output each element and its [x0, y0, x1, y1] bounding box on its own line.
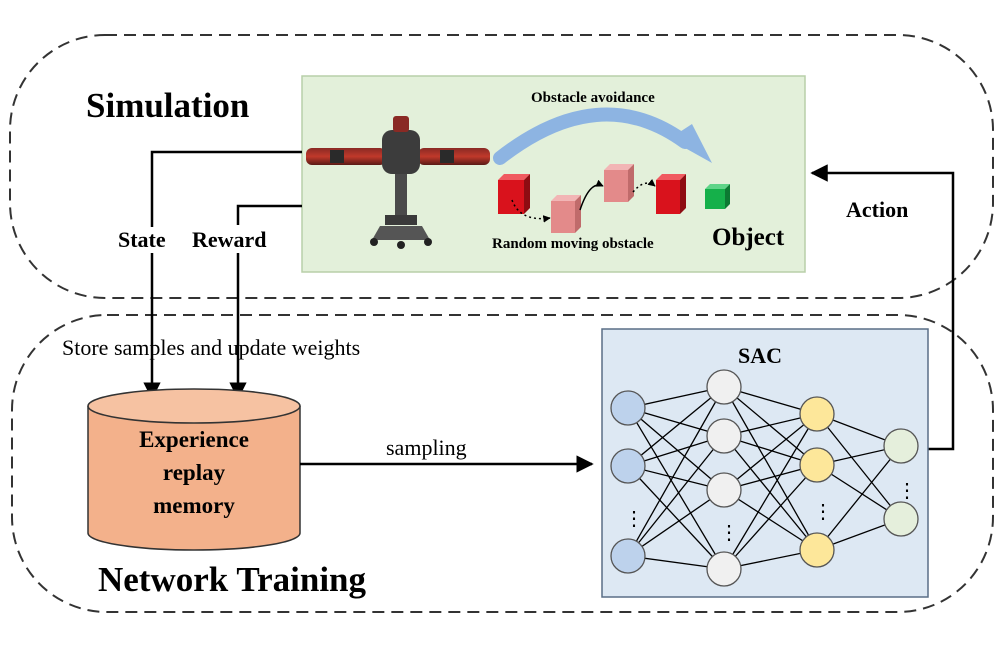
network-training-title: Network Training — [98, 560, 367, 599]
input-ellipsis: ⋮ — [624, 508, 644, 530]
sac-network-panel — [601, 328, 929, 598]
obstacle-pink-2 — [604, 164, 634, 202]
network-nodes — [610, 369, 919, 587]
random-obstacle-caption: Random moving obstacle — [492, 236, 654, 252]
network-edge — [627, 407, 725, 570]
store-samples-caption: Store samples and update weights — [62, 335, 361, 360]
state-label: State — [118, 227, 166, 252]
output-node — [883, 501, 919, 537]
network-edge — [627, 489, 725, 557]
replay-memory-label: Experience replay memory — [88, 423, 300, 522]
trajectory-arrow-2 — [579, 179, 604, 211]
hidden1-node — [706, 418, 742, 454]
network-edge — [723, 435, 818, 551]
memory-line-3: memory — [153, 493, 235, 518]
network-edge — [627, 386, 725, 557]
hidden2-ellipsis: ⋮ — [813, 501, 833, 523]
network-edge — [627, 465, 725, 570]
memory-line-1: Experience — [139, 427, 249, 452]
hidden2-node — [799, 447, 835, 483]
simulation-region — [9, 34, 994, 299]
input-node — [610, 448, 646, 484]
robot-illustration — [306, 116, 490, 249]
network-edge — [723, 413, 818, 570]
obstacle-avoidance-caption: Obstacle avoidance — [531, 90, 655, 106]
input-node — [610, 390, 646, 426]
network-edge — [816, 445, 902, 551]
action-arrow — [810, 164, 955, 451]
hidden1-node — [706, 369, 742, 405]
network-edge — [627, 386, 725, 467]
output-ellipsis: ⋮ — [897, 480, 917, 502]
memory-line-2: replay — [162, 460, 226, 485]
network-edge — [723, 464, 818, 570]
hidden1-node — [706, 472, 742, 508]
avoidance-arc-arrow — [493, 107, 692, 165]
sampling-label: sampling — [386, 435, 467, 460]
reward-label: Reward — [192, 227, 267, 252]
avoidance-arc-head — [669, 124, 712, 163]
obstacle-red-1 — [498, 174, 530, 214]
hidden1-ellipsis: ⋮ — [719, 522, 739, 544]
replay-memory-cylinder — [87, 388, 301, 551]
network-edge — [816, 413, 902, 520]
object-label: Object — [712, 224, 785, 251]
sac-title: SAC — [738, 343, 783, 368]
simulation-title: Simulation — [86, 86, 250, 125]
hidden2-node — [799, 532, 835, 568]
reward-arrow — [236, 204, 302, 225]
network-edge — [723, 413, 818, 491]
network-edge — [627, 435, 725, 557]
network-training-region — [11, 314, 994, 613]
network-edge — [627, 407, 725, 491]
hidden2-node — [799, 396, 835, 432]
hidden1-node — [706, 551, 742, 587]
trajectory-arrow-1 — [511, 199, 551, 223]
obstacle-red-2 — [656, 174, 686, 214]
network-edge — [723, 386, 818, 466]
network-edge — [723, 489, 818, 551]
input-node — [610, 538, 646, 574]
state-arrow — [150, 150, 302, 227]
action-label: Action — [846, 197, 909, 222]
obstacle-pink-1 — [551, 195, 581, 233]
network-edge — [723, 386, 818, 551]
target-object-cube — [705, 184, 730, 209]
output-node — [883, 428, 919, 464]
